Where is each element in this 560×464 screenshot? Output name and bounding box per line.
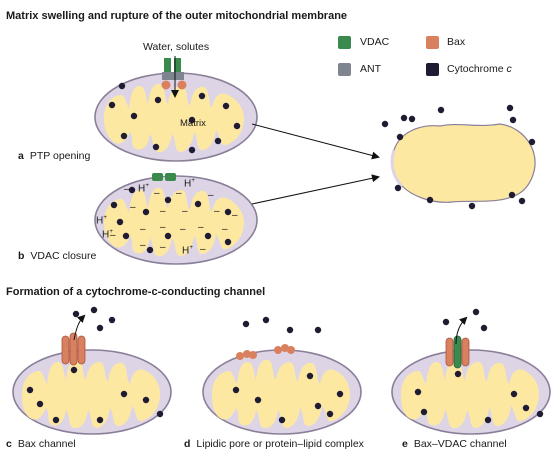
minus-charge: – — [182, 206, 188, 217]
mitochondrion-a — [94, 56, 258, 162]
water-solutes-label: Water, solutes — [143, 41, 210, 53]
proton-label: H+ — [184, 177, 196, 190]
minus-charge: – — [208, 190, 214, 201]
bax-a1 — [161, 80, 171, 90]
bax-channel-c — [61, 332, 86, 366]
panel-letter-d: d — [184, 438, 191, 450]
minus-charge: – — [198, 222, 204, 233]
minus-charge: – — [140, 240, 146, 251]
matrix-a — [104, 83, 244, 153]
minus-charge: – — [232, 210, 238, 221]
minus-charge: – — [160, 222, 166, 233]
cytochrome-legend-label: Cytochrome c — [447, 63, 512, 75]
matrix-label: Matrix — [180, 118, 206, 129]
bax-a2 — [177, 80, 187, 90]
vdac-legend-label: VDAC — [360, 36, 390, 48]
section-title-bottom: Formation of a cytochrome-c-conducting c… — [6, 286, 266, 298]
matrix-e — [401, 359, 539, 429]
minus-charge: – — [180, 224, 186, 235]
bax-vdac-channel-e — [445, 335, 470, 369]
caption-a: a PTP opening — [18, 150, 90, 162]
minus-charge: – — [154, 188, 160, 199]
minus-charge: – — [160, 242, 166, 253]
proton-label: H+ — [96, 214, 108, 227]
caption-e: e Bax–VDAC channel — [402, 438, 507, 450]
caption-e-text: Bax–VDAC channel — [413, 438, 507, 450]
minus-charge: – — [140, 224, 146, 235]
arrow-a-to-swollen — [251, 123, 380, 160]
swollen-mitochondrion — [381, 104, 536, 210]
panel-letter-a: a — [18, 150, 24, 162]
vdac-legend-swatch — [338, 36, 351, 49]
arrow-b-to-swollen — [251, 174, 380, 205]
lipid-pore-d — [236, 344, 295, 360]
matrix-c — [22, 359, 160, 429]
caption-c-text: Bax channel — [17, 438, 76, 450]
matrix-b — [104, 187, 244, 257]
vdac-complex-a2 — [174, 58, 181, 72]
proton-label: H+ — [102, 228, 114, 241]
ant-legend-label: ANT — [360, 63, 381, 75]
caption-d-text: Lipidic pore or protein–lipid complex — [196, 438, 364, 450]
minus-charge: – — [160, 206, 166, 217]
mitochondrion-e — [391, 308, 551, 435]
caption-b-text: VDAC closure — [30, 250, 97, 262]
minus-charge: – — [176, 188, 182, 199]
mitochondrion-d — [202, 316, 362, 435]
caption-d: d Lipidic pore or protein–lipid complex — [184, 438, 364, 450]
proton-label: H+ — [138, 182, 150, 195]
ant-complex-a — [162, 72, 184, 80]
panel-letter-e: e — [402, 438, 408, 450]
cytochrome-legend-swatch — [426, 63, 439, 76]
minus-charge: – — [214, 206, 220, 217]
vdac-complex-a1 — [164, 58, 171, 72]
minus-charge: – — [110, 230, 116, 241]
minus-charge: – — [130, 202, 136, 213]
proton-label: H+ — [182, 244, 194, 257]
caption-a-text: PTP opening — [29, 150, 91, 162]
caption-c: c Bax channel — [6, 438, 76, 450]
panel-letter-c: c — [6, 438, 12, 450]
minus-charge: – — [222, 224, 228, 235]
mitochondrion-c — [12, 306, 172, 435]
vdac-closed-b2 — [165, 173, 176, 181]
minus-charge: – — [200, 244, 206, 255]
ant-legend-swatch — [338, 63, 351, 76]
bax-legend-label: Bax — [447, 36, 466, 48]
vdac-closed-b1 — [152, 173, 163, 181]
matrix-d — [212, 359, 350, 429]
mitochondrion-b — [94, 173, 258, 265]
minus-charge: – — [124, 184, 130, 195]
panel-letter-b: b — [18, 250, 25, 262]
bax-legend-swatch — [426, 36, 439, 49]
section-title-top: Matrix swelling and rupture of the outer… — [6, 10, 348, 22]
caption-b: b VDAC closure — [18, 250, 96, 262]
